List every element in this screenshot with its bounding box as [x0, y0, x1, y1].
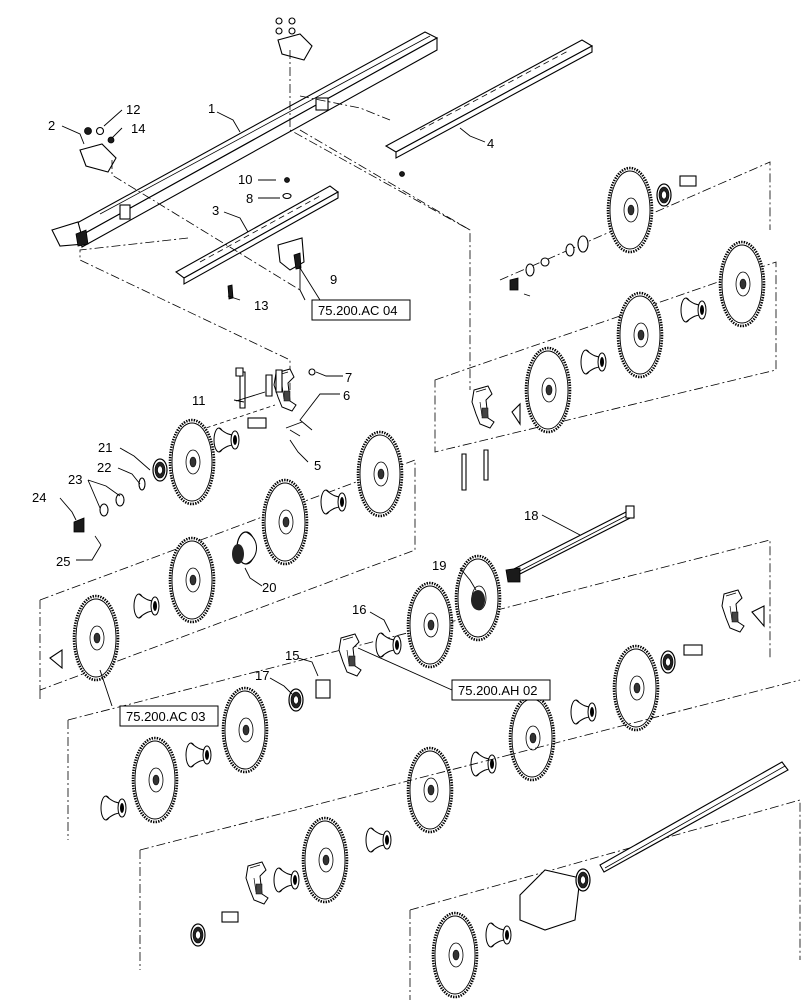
reference-ac04-text: 75.200.AC 04: [318, 303, 398, 318]
callout-17: 17: [255, 668, 269, 683]
callout-13: 13: [254, 298, 268, 313]
disc-group-2: [434, 161, 777, 491]
callout-3: 3: [212, 203, 219, 218]
scraper-clip-9: [277, 177, 305, 271]
callout-24: 24: [32, 490, 46, 505]
adjustment-rail-3: [174, 185, 340, 285]
callout-6: 6: [343, 388, 350, 403]
callout-14: 14: [131, 121, 145, 136]
toolbar-beam: [51, 31, 439, 248]
callout-11: 11: [192, 393, 206, 408]
callout-21: 21: [98, 440, 112, 455]
callout-20: 20: [262, 580, 276, 595]
reference-ac03-text: 75.200.AC 03: [126, 709, 206, 724]
callout-23: 23: [68, 472, 82, 487]
callout-4: 4: [487, 136, 494, 151]
callout-10: 10: [238, 172, 252, 187]
reference-box-ah02[interactable]: 75.200.AH 02: [451, 679, 551, 701]
callout-12: 12: [126, 102, 140, 117]
callout-1: 1: [208, 101, 215, 116]
reference-ah02-text: 75.200.AH 02: [458, 683, 538, 698]
reference-box-ac03[interactable]: 75.200.AC 03: [119, 705, 219, 727]
left-mount-bracket: [79, 126, 117, 173]
top-mount-bracket: [275, 17, 313, 61]
callout-labels: 1 2 12 14 4 10 8 3 9 13 7 11 6 21 5 22 2…: [32, 101, 538, 683]
leader-lines: [59, 109, 581, 707]
callout-9: 9: [330, 272, 337, 287]
callout-15: 15: [285, 648, 299, 663]
callout-22: 22: [97, 460, 111, 475]
callout-18: 18: [524, 508, 538, 523]
reference-box-ac04[interactable]: 75.200.AC 04: [311, 299, 411, 321]
disc-group-4: [139, 679, 801, 1000]
callout-25: 25: [56, 554, 70, 569]
callout-7: 7: [345, 370, 352, 385]
callout-5: 5: [314, 458, 321, 473]
disc-group-1: [39, 367, 416, 700]
disc-group-3: [67, 539, 771, 840]
callout-2: 2: [48, 118, 55, 133]
hex-shaft-18: [505, 505, 635, 583]
adjustment-rail-4: [384, 39, 594, 177]
callout-19: 19: [432, 558, 446, 573]
callout-16: 16: [352, 602, 366, 617]
callout-8: 8: [246, 191, 253, 206]
